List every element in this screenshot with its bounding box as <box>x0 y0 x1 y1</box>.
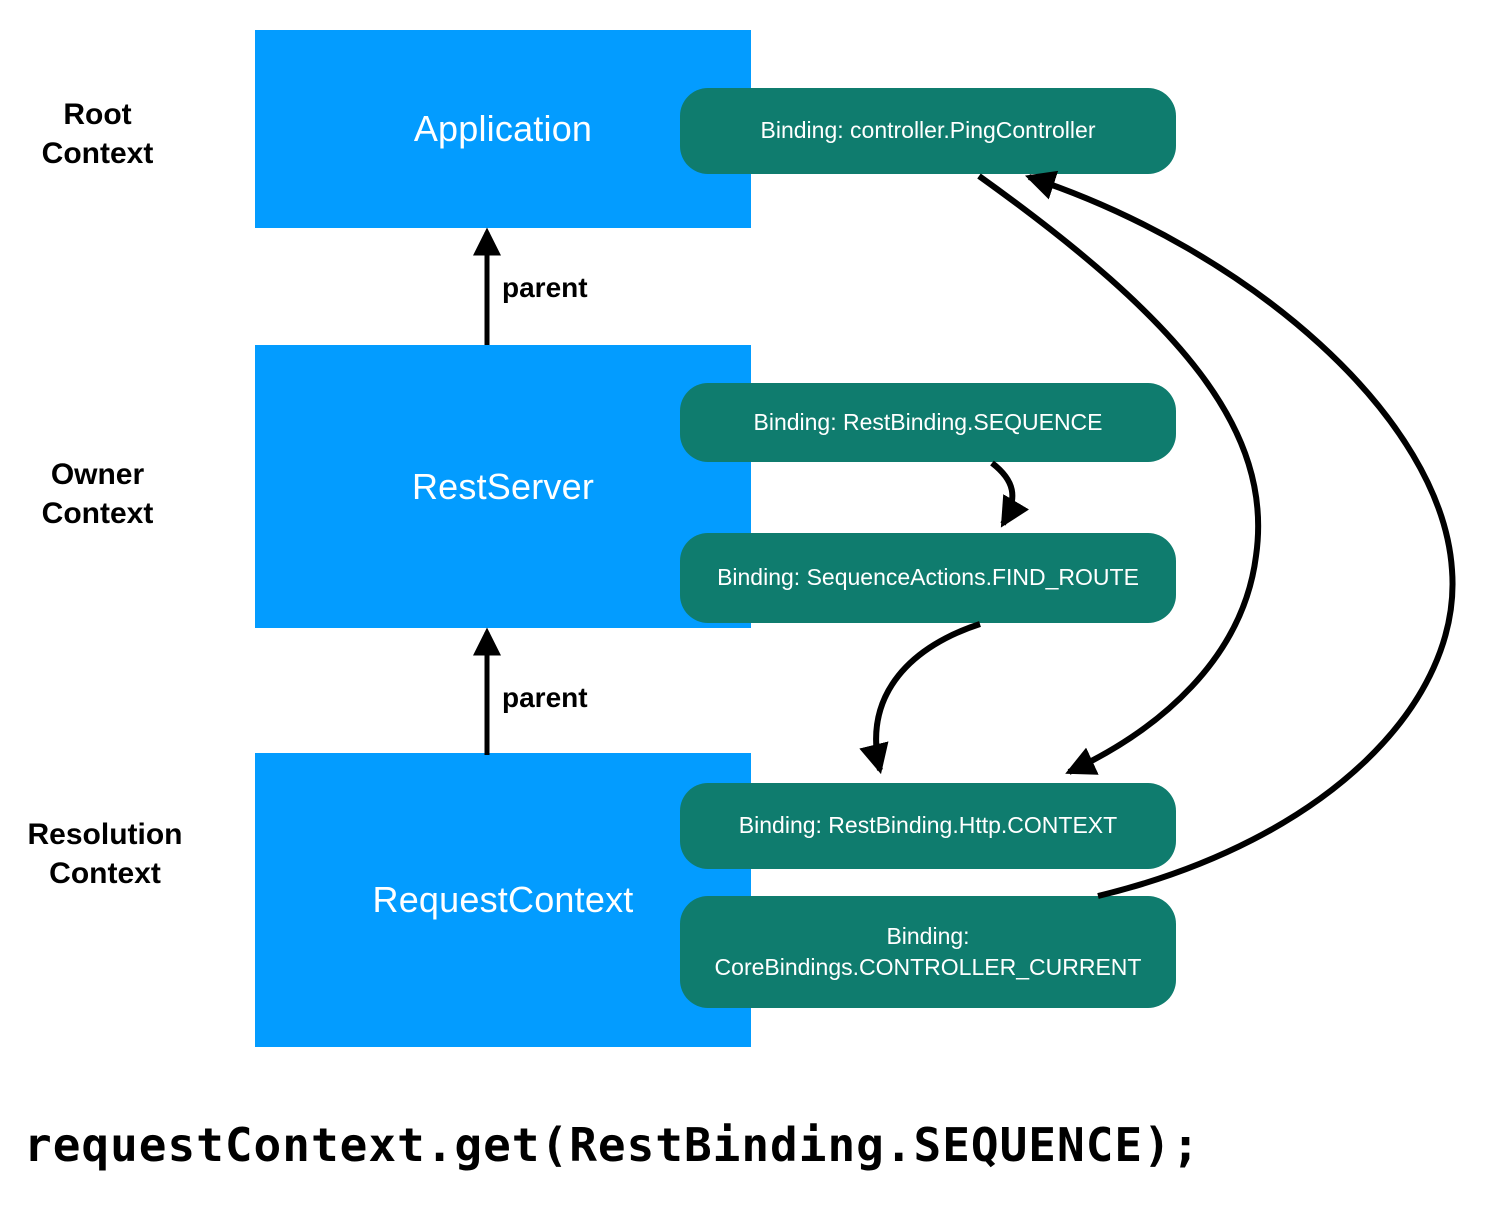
context-label-resolution: Resolution Context <box>27 818 183 890</box>
context-box-application[interactable]: Application <box>255 30 751 228</box>
arrow-ping-controller-to-http-context <box>977 173 1262 775</box>
binding-box-core-bindings-controller-current[interactable]: Binding: CoreBindings.CONTROLLER_CURRENT <box>680 896 1176 1008</box>
edge-label-parent-req: parent <box>502 682 588 713</box>
context-box-restserver-label: RestServer <box>411 465 595 507</box>
binding-box-core-bindings-controller-current-label: Binding: CoreBindings.CONTROLLER_CURRENT <box>714 922 1142 980</box>
context-label-owner: Owner Context <box>41 458 154 530</box>
binding-box-rest-binding-sequence-label: Binding: RestBinding.SEQUENCE <box>753 408 1103 435</box>
binding-box-ping-controller[interactable]: Binding: controller.PingController <box>680 88 1176 174</box>
edge-label-parent-app: parent <box>502 272 588 303</box>
context-box-requestcontext[interactable]: RequestContext <box>255 753 751 1047</box>
context-box-application-label: Application <box>413 108 593 149</box>
arrow-sequence-to-find-route <box>990 460 1030 528</box>
binding-box-rest-binding-http-context[interactable]: Binding: RestBinding.Http.CONTEXT <box>680 783 1176 869</box>
binding-box-rest-binding-sequence[interactable]: Binding: RestBinding.SEQUENCE <box>680 383 1176 462</box>
binding-box-rest-binding-http-context-label: Binding: RestBinding.Http.CONTEXT <box>738 812 1118 839</box>
binding-box-sequence-actions-find-route-label: Binding: SequenceActions.FIND_ROUTE <box>717 564 1139 591</box>
binding-box-sequence-actions-find-route[interactable]: Binding: SequenceActions.FIND_ROUTE <box>680 533 1176 623</box>
arrow-find-route-to-http-context <box>859 621 981 775</box>
binding-box-ping-controller-label: Binding: controller.PingController <box>760 117 1096 144</box>
context-box-restserver[interactable]: RestServer <box>255 345 751 628</box>
context-box-requestcontext-label: RequestContext <box>372 879 634 920</box>
code-caption: requestContext.get(RestBinding.SEQUENCE)… <box>24 1118 1201 1172</box>
context-label-root: Root Context <box>41 98 154 170</box>
